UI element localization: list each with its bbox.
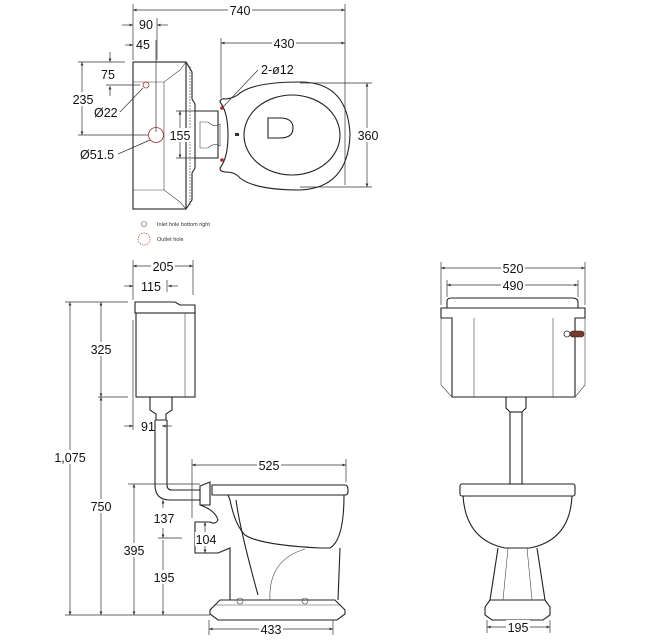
dim-205: 205: [132, 259, 194, 300]
pan-side: [194, 484, 349, 621]
svg-text:Inlet hole bottom right: Inlet hole bottom right: [157, 222, 210, 228]
dim-525: 525: [191, 458, 347, 518]
dim-90: 90: [122, 18, 168, 60]
inlet-hole: [142, 81, 150, 89]
dim-433: 433: [208, 620, 334, 637]
dim-2-ø12: 2-ø12: [222, 63, 294, 108]
dim-360: 360: [300, 82, 380, 188]
dim-490: 490: [446, 278, 579, 297]
dim-520: 520: [440, 261, 586, 305]
svg-text:45: 45: [136, 38, 150, 52]
svg-text:235: 235: [73, 93, 94, 107]
dim-104: 104: [195, 522, 217, 553]
svg-text:2-ø12: 2-ø12: [261, 63, 294, 77]
front-view: 520 490 195: [440, 261, 586, 635]
svg-text:115: 115: [141, 280, 161, 294]
dim-750: 750: [89, 397, 113, 615]
dim-1075: 1,075: [50, 301, 210, 616]
dim-195-front: 195: [486, 620, 551, 635]
cistern-side: [134, 301, 196, 421]
flush-pipe-front: [509, 411, 523, 485]
side-view: 205 115 1,075 325 750: [50, 259, 349, 637]
svg-text:490: 490: [503, 279, 524, 293]
svg-text:Outlet hole: Outlet hole: [157, 237, 184, 243]
svg-text:520: 520: [503, 262, 524, 276]
dim-430: 430: [220, 36, 345, 98]
svg-text:137: 137: [154, 512, 175, 526]
dim-ø22: Ø22: [94, 87, 144, 120]
dim-195-side: 195: [151, 540, 175, 615]
svg-text:Ø22: Ø22: [94, 106, 118, 120]
pan-front: [459, 483, 576, 621]
legend: Inlet hole bottom right Outlet hole: [137, 221, 210, 246]
dim-395: 395: [122, 483, 200, 615]
dim-740: 740: [132, 2, 346, 185]
svg-text:740: 740: [230, 4, 251, 18]
dim-137: 137: [154, 500, 182, 539]
dim-325: 325: [89, 302, 128, 398]
dim-235: 235: [70, 61, 148, 136]
cistern-front: [440, 297, 586, 413]
svg-text:91: 91: [141, 420, 155, 434]
connector-plan: [195, 110, 221, 159]
dim-75: 75: [101, 52, 140, 96]
svg-text:205: 205: [153, 260, 174, 274]
svg-text:90: 90: [139, 18, 153, 32]
svg-text:750: 750: [91, 500, 112, 514]
svg-text:Ø51.5: Ø51.5: [80, 148, 114, 162]
pan-plan: [219, 81, 351, 191]
flush-lever: [563, 330, 585, 338]
svg-text:195: 195: [508, 621, 529, 635]
svg-text:325: 325: [91, 343, 112, 357]
svg-text:430: 430: [274, 37, 295, 51]
dim-45: 45: [125, 38, 157, 132]
dim-91: 91: [124, 320, 172, 434]
svg-text:155: 155: [170, 129, 191, 143]
dim-115: 115: [124, 280, 178, 294]
dim-155: 155: [168, 110, 195, 159]
svg-text:433: 433: [261, 623, 282, 637]
svg-text:75: 75: [101, 68, 115, 82]
svg-text:395: 395: [124, 544, 145, 558]
dim-ø51-5: Ø51.5: [80, 139, 151, 162]
outlet-legend-icon: [137, 232, 151, 246]
svg-text:525: 525: [259, 459, 280, 473]
svg-text:104: 104: [196, 533, 217, 547]
flush-pipe-side: [154, 420, 211, 506]
inlet-legend-icon: [141, 221, 147, 227]
svg-text:360: 360: [358, 129, 379, 143]
svg-text:195: 195: [154, 571, 175, 585]
svg-text:1,075: 1,075: [54, 451, 85, 465]
top-view: 740 90 45 75 235 Ø22: [70, 2, 380, 246]
